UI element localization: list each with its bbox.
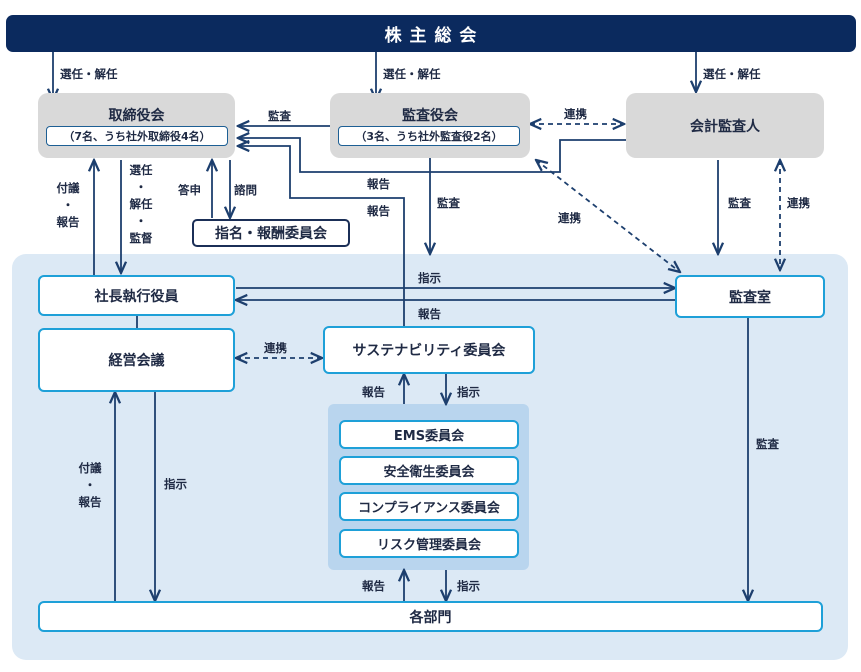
board-composition: （7名、うち社外取締役4名）: [46, 126, 228, 146]
compliance-label: コンプライアンス委員会: [358, 501, 500, 516]
label-mgmt-instruct: 指示: [164, 477, 187, 491]
label-report-depts: 報告: [362, 579, 385, 593]
board-of-directors: 取締役会: [38, 93, 235, 158]
label-line: ・: [135, 214, 147, 228]
arrow-coop-auditors-office: [536, 160, 680, 272]
nomination-label: 指名・報酬委員会: [215, 226, 327, 242]
accounting-auditor: 会計監査人: [626, 93, 824, 158]
label-instruct-office: 指示: [418, 271, 441, 285]
president-box: 社長執行役員: [38, 275, 235, 316]
label-coop-mgmt-sust: 連携: [264, 341, 287, 355]
president-label: 社長執行役員: [94, 288, 179, 305]
label-line: 解任: [129, 197, 153, 211]
label-board-appoint-supervise: 選任 ・ 解任 ・ 監督: [126, 162, 156, 247]
label-line: 選任: [129, 163, 153, 177]
label-line: ・: [62, 198, 74, 212]
sustainability-committee-box: サステナビリティ委員会: [323, 326, 535, 374]
label-line: ・: [135, 180, 147, 194]
auditors-composition: （3名、うち社外監査役2名）: [338, 126, 520, 146]
label-consult-reply: 答申: [178, 183, 201, 197]
ems-committee: EMS委員会: [339, 420, 519, 449]
sustainability-label: サステナビリティ委員会: [352, 343, 506, 359]
arrow-report-sust-to-board: [238, 146, 405, 326]
board-label: 取締役会: [108, 108, 165, 124]
audit-board: 監査役会: [330, 93, 530, 158]
label-consult: 諮問: [234, 183, 257, 197]
shareholders-meeting: 株 主 総 会: [6, 15, 856, 52]
compliance-committee: コンプライアンス委員会: [339, 492, 519, 521]
management-meeting-box: 経営会議: [38, 328, 235, 392]
label-line: ・: [84, 478, 96, 492]
ems-label: EMS委員会: [393, 429, 465, 444]
shareholders-label: 株 主 総 会: [384, 26, 478, 46]
label-audit-auditors-office: 監査: [437, 196, 460, 210]
auditors-label: 監査役会: [402, 108, 458, 124]
label-line: 付議: [78, 461, 102, 475]
label-report-office: 報告: [418, 307, 441, 321]
label-appoint-auditors: 選任・解任: [383, 67, 441, 81]
label-report-sust: 報告: [362, 385, 385, 399]
label-audit-depts: 監査: [756, 437, 779, 451]
risk-label: リスク管理委員会: [376, 538, 481, 553]
label-line: 付議: [56, 181, 80, 195]
label-report-board-1: 報告: [367, 177, 390, 191]
label-coop-accounting-office: 連携: [787, 196, 810, 210]
label-appoint-accounting: 選任・解任: [703, 67, 761, 81]
label-line: 報告: [56, 215, 80, 229]
label-line: 監督: [129, 231, 153, 245]
label-report-board-2: 報告: [367, 204, 390, 218]
mgmt-meeting-label: 経営会議: [108, 353, 165, 369]
departments-label: 各部門: [409, 609, 452, 626]
label-board-submit-report: 付議 ・ 報告: [54, 180, 82, 231]
risk-committee: リスク管理委員会: [339, 529, 519, 558]
label-instruct-sust: 指示: [457, 385, 480, 399]
departments-box: 各部門: [38, 601, 823, 632]
safety-committee: 安全衛生委員会: [339, 456, 519, 485]
label-mgmt-submit-report: 付議 ・ 報告: [75, 460, 105, 511]
accounting-auditor-label: 会計監査人: [690, 118, 760, 135]
label-instruct-depts: 指示: [457, 579, 480, 593]
label-coop-auditors-office: 連携: [558, 211, 581, 225]
audit-office-box: 監査室: [675, 275, 825, 318]
audit-office-label: 監査室: [729, 289, 771, 306]
nomination-compensation-committee: 指名・報酬委員会: [192, 219, 350, 247]
label-audit-accounting-office: 監査: [728, 196, 751, 210]
safety-label: 安全衛生委員会: [383, 465, 475, 480]
label-coop-auditors-accounting: 連携: [564, 107, 587, 121]
label-appoint-board: 選任・解任: [60, 67, 118, 81]
label-line: 報告: [78, 495, 102, 509]
label-audit-board: 監査: [268, 109, 291, 123]
